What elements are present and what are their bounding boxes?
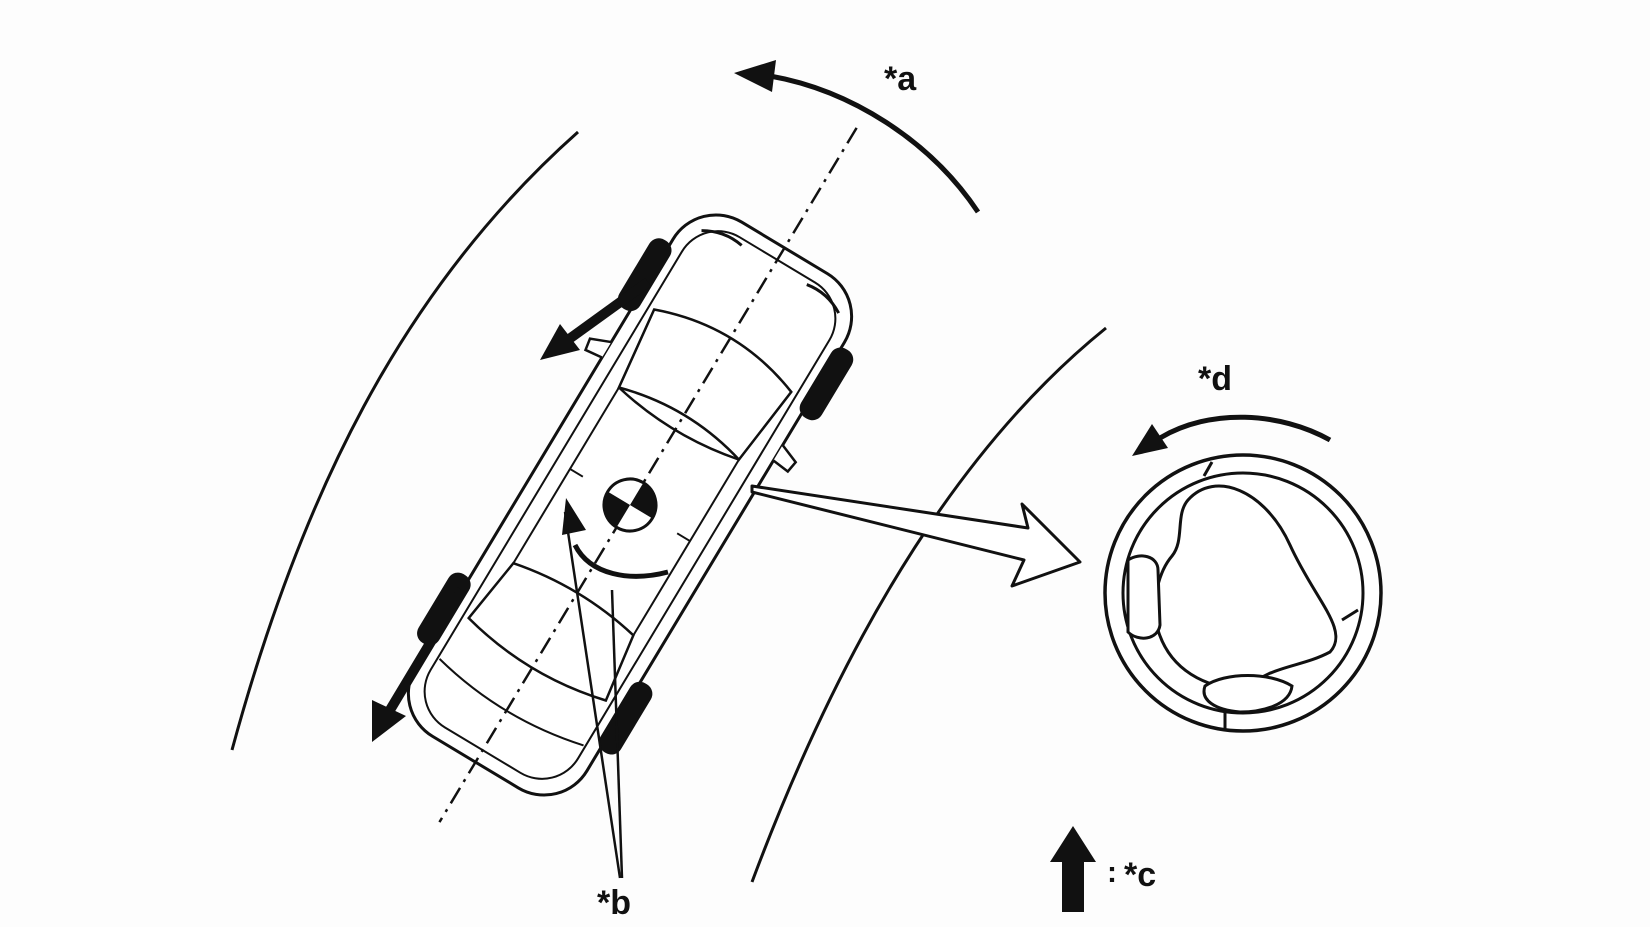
tire-rear-right <box>598 681 653 755</box>
label-d: *d <box>1198 360 1232 398</box>
side-window-left <box>512 387 620 564</box>
headlight-right <box>806 283 840 314</box>
legend-separator: : <box>1107 856 1117 889</box>
turn-direction-arc <box>769 73 981 214</box>
leader-line-b-1 <box>563 511 622 879</box>
label-c: *c <box>1124 856 1157 894</box>
label-b: *b <box>597 884 631 922</box>
headlight-left <box>701 229 743 247</box>
rear-window <box>467 561 635 703</box>
force-arrow-icon <box>1050 826 1096 912</box>
road-inner-edge <box>750 326 1107 883</box>
tire-front-right <box>799 347 854 421</box>
mirror-left <box>583 337 612 359</box>
a-pillar-left <box>618 309 656 388</box>
vehicle <box>406 127 858 823</box>
road-outer-edge <box>230 130 579 751</box>
steering-callout-arrow <box>750 484 1082 588</box>
vehicle-centerline <box>438 127 858 823</box>
a-pillar-right <box>738 391 793 461</box>
steering-spoke-left <box>1126 554 1162 640</box>
turn-direction-arrowhead <box>734 60 776 92</box>
door-line-right <box>676 532 691 542</box>
rear-tire-force-arrow <box>372 587 467 742</box>
label-a: *a <box>884 60 917 98</box>
door-line-left <box>569 468 584 478</box>
steering-spoke-bottom <box>1202 674 1294 714</box>
side-window-right <box>632 459 740 636</box>
steering-direction-arc <box>1158 414 1332 443</box>
mirror-right <box>772 444 798 474</box>
cog-quadrant-top-right <box>630 482 656 519</box>
yaw-moment-arc <box>572 543 669 579</box>
steering-wheel-icon <box>1103 453 1383 733</box>
steering-direction-arrowhead <box>1132 424 1168 456</box>
cog-quadrant-bottom-left <box>604 491 630 528</box>
front-tire-force-arrow <box>540 277 651 360</box>
leader-line-b-2 <box>610 589 624 879</box>
